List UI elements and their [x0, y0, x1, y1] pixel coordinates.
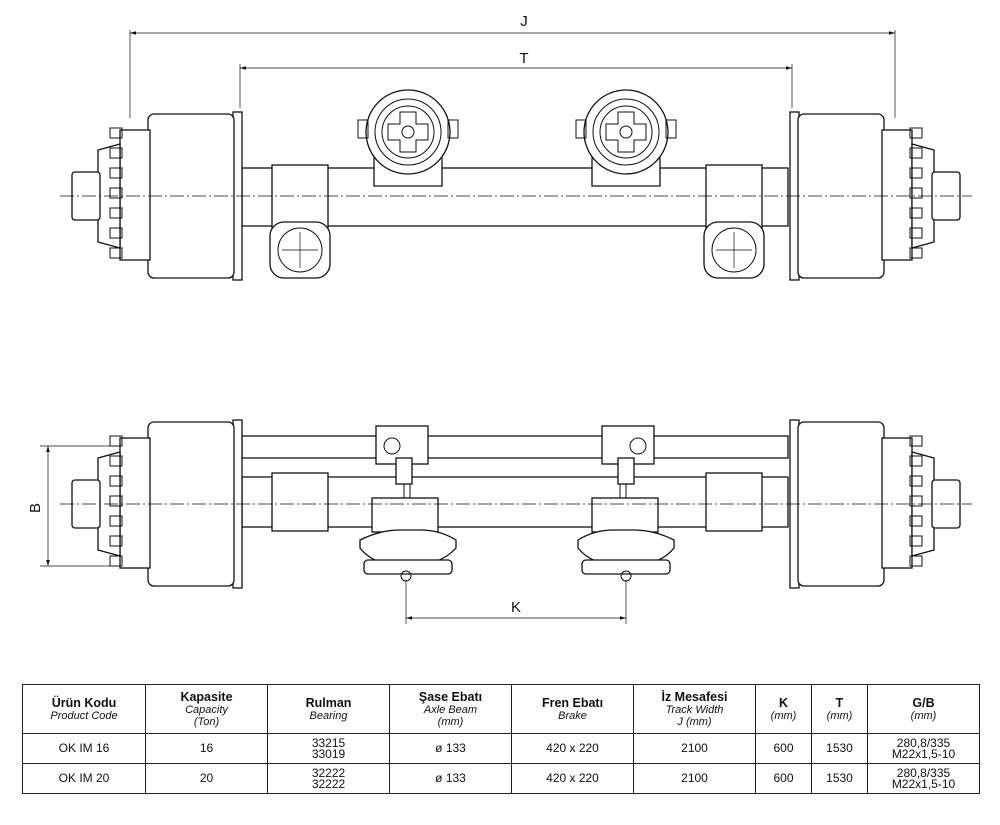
axle-technical-drawing: J T [27, 13, 972, 624]
cell-capacity: 16 [145, 733, 268, 764]
header-k: K(mm) [755, 684, 812, 734]
cell-axle-beam: ø 133 [389, 763, 512, 794]
camshaft-bushing-right [703, 221, 765, 279]
spring-seat-right [705, 164, 763, 230]
camshaft-tube [241, 435, 789, 459]
cell-product-code: OK IM 20 [22, 763, 146, 794]
brake-assembly-front-left [359, 425, 457, 582]
cell-track-width: 2100 [633, 763, 756, 794]
dimension-j-label: J [520, 13, 528, 30]
cell-brake: 420 x 220 [511, 763, 634, 794]
spring-seat-front-left [271, 472, 329, 532]
header-t: T(mm) [811, 684, 868, 734]
cell-k: 600 [755, 763, 812, 794]
header-gb: G/B(mm) [867, 684, 980, 734]
cell-capacity: 20 [145, 763, 268, 794]
cell-t: 1530 [811, 733, 868, 764]
dimension-b-label: B [27, 503, 44, 513]
brake-chamber-top-right [575, 89, 677, 187]
spring-seat-left [271, 164, 329, 230]
axle-beam-top [241, 167, 789, 227]
axle-beam-front [241, 476, 789, 528]
brake-chamber-top-left [357, 89, 459, 187]
brake-assembly-front-right [577, 425, 675, 582]
cell-k: 600 [755, 733, 812, 764]
wheel-hub-top-left [71, 111, 243, 281]
dimension-k-label: K [511, 599, 521, 616]
front-view: B [27, 419, 972, 624]
camshaft-bushing-left [269, 221, 331, 279]
cell-brake: 420 x 220 [511, 733, 634, 764]
cell-product-code: OK IM 16 [22, 733, 146, 764]
cell-t: 1530 [811, 763, 868, 794]
dimension-t-label: T [519, 50, 528, 67]
cell-track-width: 2100 [633, 733, 756, 764]
top-view: J T [60, 13, 972, 281]
spring-seat-front-right [705, 472, 763, 532]
cell-axle-beam: ø 133 [389, 733, 512, 764]
